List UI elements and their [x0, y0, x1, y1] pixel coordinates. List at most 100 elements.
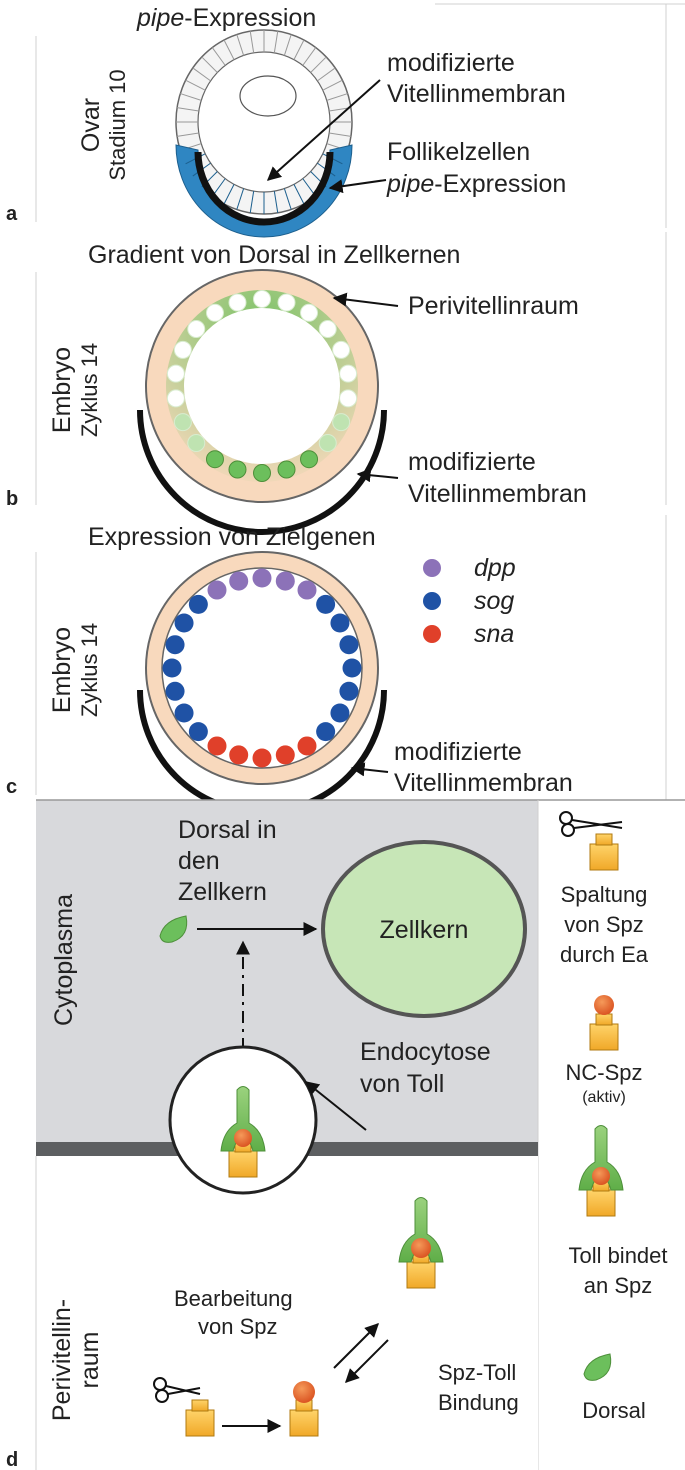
nucleus-c: [275, 571, 295, 591]
follicle-cell-boundary: [211, 47, 226, 66]
panel-b-label: b: [6, 488, 18, 510]
nucleus-b: [339, 364, 358, 383]
nucleus-c: [297, 736, 317, 756]
nucleus-b: [173, 413, 192, 432]
arrow-c-membrane: [350, 762, 389, 777]
follicle-cell-boundary: [293, 184, 305, 205]
nucleus-c: [297, 580, 317, 600]
legend-sna: sna: [474, 620, 514, 648]
arrow-a-follicle: [328, 179, 387, 194]
panel-d: d Cytoplasma Perivitellin- raum Dorsal i…: [6, 799, 685, 1470]
nucleus-c: [207, 736, 227, 756]
follicle-cell-boundary: [273, 31, 279, 53]
panel-a-title-italic: pipe: [136, 4, 184, 32]
arrow-b-perivitellin: [332, 292, 399, 307]
follicle-cell-boundary: [236, 188, 245, 210]
nucleus-c: [174, 613, 194, 633]
dorsal-label-l2: den: [178, 847, 220, 875]
follicle-cell-boundary: [223, 184, 235, 205]
nucleus-c: [162, 658, 182, 678]
nucleus-b: [205, 450, 224, 469]
panel-b: b Gradient von Dorsal in Zellkernen Embr…: [6, 241, 587, 535]
panel-d-legend: Spaltung von Spz durch Ea NC-Spz (aktiv)…: [559, 811, 668, 1423]
scissors-icon-legend: [559, 811, 623, 837]
nucleus-c: [342, 658, 362, 678]
legend-spz-cleave: [589, 833, 619, 871]
follicle-cell-boundary: [283, 188, 292, 210]
nucleus-label: Zellkern: [380, 916, 469, 944]
processing-l2: von Spz: [198, 1314, 278, 1339]
nucleus-c: [165, 635, 185, 655]
follicle-cell-boundary: [192, 67, 211, 82]
panel-c-legend: dpp sog sna: [423, 554, 516, 648]
nuclei-b: [166, 290, 358, 482]
legend-cleave-l1: Spaltung: [561, 882, 648, 907]
nucleus-c: [339, 681, 359, 701]
nucleus-b: [187, 433, 206, 452]
binding-l2: Bindung: [438, 1390, 519, 1415]
panel-a-side-main: Ovar: [77, 98, 105, 152]
legend-cleave-l3: durch Ea: [560, 942, 649, 967]
legend-sog: sog: [474, 587, 514, 615]
follicle-cell-boundary: [249, 31, 255, 53]
panel-a-title: pipe-Expression: [136, 4, 316, 32]
endocytosis-l1: Endocytose: [360, 1038, 491, 1066]
nucleus-c: [188, 722, 208, 742]
nucleus: [321, 840, 527, 1018]
follicle-cell-boundary: [180, 93, 202, 101]
panel-b-side-sub: Zyklus 14: [77, 343, 102, 437]
nucleus-b: [339, 389, 358, 408]
dorsal-label-l1: Dorsal in: [178, 816, 277, 844]
follicle-cell-boundary: [177, 107, 199, 112]
legend-ncspz: NC-Spz: [565, 1060, 642, 1085]
panel-b-callout2-l1: modifizierte: [408, 448, 536, 476]
panel-d-label: d: [6, 1449, 18, 1470]
panel-a-side-sub: Stadium 10: [105, 69, 130, 180]
follicle-cell-boundary: [201, 56, 218, 73]
panel-a: a pipe-Expression Ovar Stadium 10 modifi…: [6, 4, 566, 238]
perivitellin-label-l1: Perivitellin-: [48, 1299, 76, 1421]
perivitellin-label-l2: raum: [76, 1332, 104, 1389]
binding-l1: Spz-Toll: [438, 1360, 516, 1385]
nucleus-c: [229, 571, 249, 591]
nucleus-c: [316, 722, 336, 742]
nucleus-c: [330, 703, 350, 723]
nucleus-b: [318, 320, 337, 339]
oocyte-nucleus: [239, 75, 297, 117]
panel-a-callout2-l2: pipe-Expression: [386, 170, 566, 198]
follicle-cell-boundary: [302, 47, 317, 66]
legend-sog-swatch: [423, 592, 441, 610]
legend-toll-l1: Toll bindet: [568, 1243, 667, 1268]
embryo-b-yolk: [184, 308, 340, 464]
modified-vitelline-membrane-b: [137, 409, 387, 535]
legend-dorsal-icon: [583, 1353, 612, 1381]
nucleus-b: [277, 293, 296, 312]
cytoplasm-label: Cytoplasma: [50, 894, 78, 1026]
panel-a-callout1-l1: modifizierte: [387, 49, 515, 77]
legend-ncspz-ball: [594, 995, 614, 1015]
follicle-cell-boundary: [317, 67, 336, 82]
arrow-endocytosis: [304, 1081, 367, 1131]
nucleus-c: [339, 635, 359, 655]
nucleus-b: [187, 320, 206, 339]
arrow-binding-reverse: [345, 1339, 389, 1383]
panel-b-side-main: Embryo: [48, 347, 76, 433]
panel-c-title: Expression von Zielgenen: [88, 523, 376, 551]
modified-vitelline-membrane-a: [194, 151, 334, 226]
follicle-cell-boundary: [310, 56, 327, 73]
follicle-cell-boundary: [326, 93, 348, 101]
ncspz-membrane: [411, 1238, 431, 1258]
nucleus-b: [318, 433, 337, 452]
nucleus-b: [205, 303, 224, 322]
legend-cleave-l2: von Spz: [564, 912, 644, 937]
nucleus-b: [300, 303, 319, 322]
nucleus-c: [165, 681, 185, 701]
legend-sna-swatch: [423, 625, 441, 643]
nucleus-b: [166, 389, 185, 408]
follicle-cell-boundary: [329, 132, 351, 137]
follicle-cell-boundary: [293, 39, 305, 60]
follicle-cell-boundary: [283, 34, 292, 56]
legend-dorsal: Dorsal: [582, 1398, 646, 1423]
nucleus-c: [229, 745, 249, 765]
